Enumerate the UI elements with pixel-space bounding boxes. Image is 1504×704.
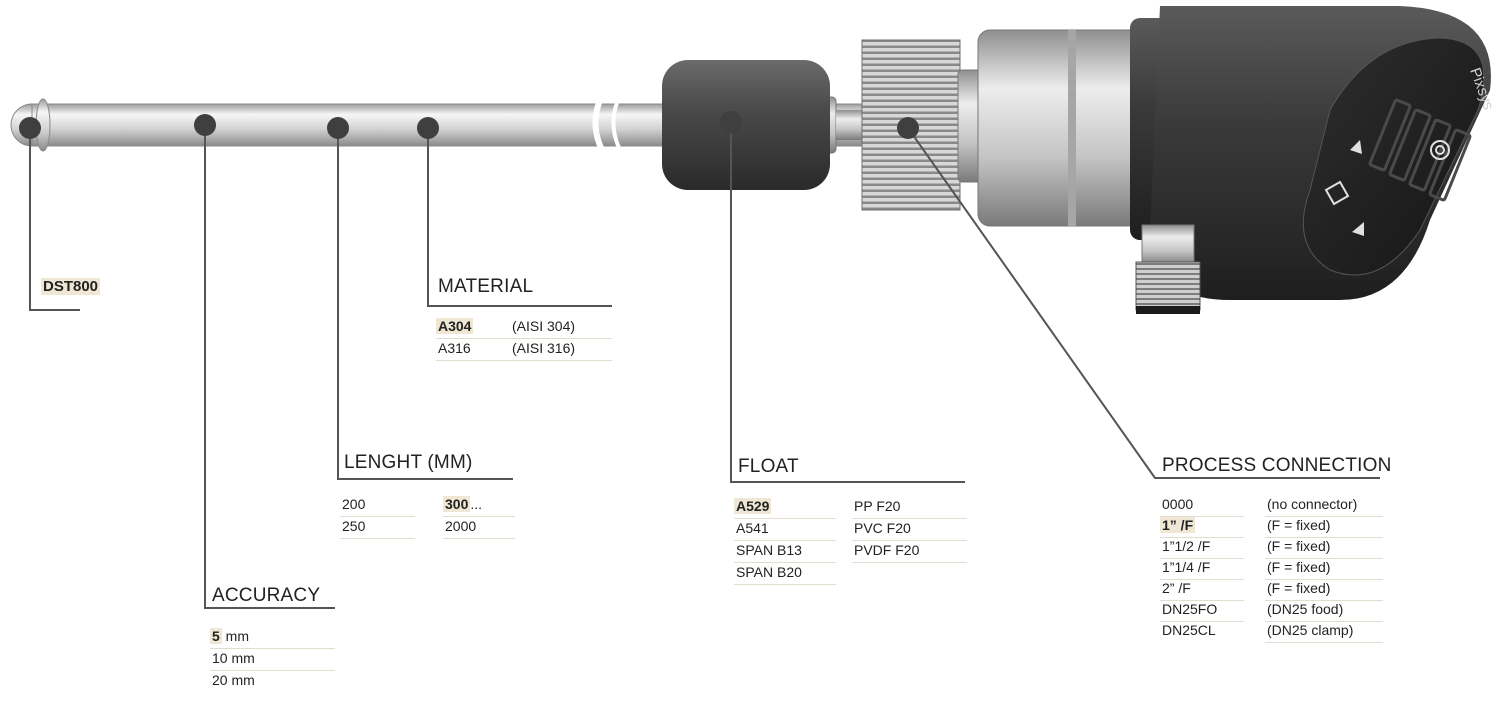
float: [662, 60, 837, 190]
length-value: 300...: [443, 496, 483, 512]
model-code: DST800: [41, 276, 101, 297]
material-desc: (AISI 316): [512, 340, 576, 356]
material-title: MATERIAL: [438, 276, 534, 297]
process-connection-row: [1160, 536, 1244, 559]
accuracy-value: 5 mm: [210, 628, 250, 644]
process-connection-row: [1265, 494, 1383, 517]
float-value: A529: [734, 498, 772, 514]
length-row: [443, 516, 515, 539]
float-row: [734, 562, 836, 585]
leader-lines: [29, 122, 1380, 609]
process-connection-row: [1160, 515, 1244, 538]
material-row: [436, 316, 612, 339]
process-connection-desc: (DN25 clamp): [1267, 622, 1354, 638]
process-connection-desc: (DN25 food): [1267, 601, 1344, 617]
material-code: A316: [438, 340, 471, 356]
length-value: 2000: [445, 518, 477, 534]
length-row: [340, 516, 415, 539]
length-title: LENGHT (MM): [344, 452, 473, 473]
process-connection-code: 2” /F: [1162, 580, 1191, 596]
process-connection-desc: (no connector): [1267, 496, 1358, 512]
float-row: [734, 496, 836, 519]
float-row: [852, 540, 967, 563]
float-title: FLOAT: [738, 456, 799, 477]
float-value: A541: [736, 520, 769, 536]
process-connection-code: 1” /F: [1160, 517, 1196, 533]
float-value: SPAN B13: [736, 542, 802, 558]
float-row: [734, 518, 836, 541]
marker-length: [327, 117, 349, 139]
process-connection-desc: (F = fixed): [1267, 580, 1331, 596]
material-desc: (AISI 304): [512, 318, 576, 334]
length-value: 250: [342, 518, 366, 534]
length-value: 200: [342, 496, 366, 512]
float-value: SPAN B20: [736, 564, 802, 580]
process-connection-code: DN25FO: [1162, 601, 1218, 617]
process-connection-code: 1”1/2 /F: [1162, 538, 1211, 554]
process-connection-title: PROCESS CONNECTION: [1162, 455, 1392, 476]
process-connection-row: [1265, 515, 1383, 538]
marker-material: [417, 117, 439, 139]
accuracy-value: 10 mm: [212, 650, 255, 666]
marker-model: [19, 117, 41, 139]
float-row: [734, 540, 836, 563]
float-row: [852, 496, 967, 519]
process-connection-row: [1265, 620, 1383, 643]
material-code: A304: [436, 318, 474, 334]
length-row: [340, 494, 415, 517]
process-connection-row: [1265, 557, 1383, 580]
sensor-head: Pixsys: [977, 6, 1497, 314]
accuracy-row: [210, 648, 335, 671]
process-connection-code: 0000: [1162, 496, 1194, 512]
process-connection-row: [1265, 599, 1383, 622]
marker-process-connection: [897, 117, 919, 139]
float-value: PVDF F20: [854, 542, 920, 558]
process-connection-desc: (F = fixed): [1267, 559, 1331, 575]
marker-float: [720, 111, 742, 133]
process-connection-row: [1265, 536, 1383, 559]
process-connection-row: [1160, 578, 1244, 601]
accuracy-row: [210, 626, 335, 649]
process-connection-row: [1160, 557, 1244, 580]
process-connection-code: DN25CL: [1162, 622, 1216, 638]
float-value: PVC F20: [854, 520, 911, 536]
material-row: [436, 338, 612, 361]
process-connection-desc: (F = fixed): [1267, 517, 1331, 533]
model-code-label: DST800: [41, 278, 101, 295]
marker-accuracy: [194, 114, 216, 136]
process-connection-row: [1160, 494, 1244, 517]
float-value: PP F20: [854, 498, 901, 514]
process-connection-desc: (F = fixed): [1267, 538, 1331, 554]
accuracy-title: ACCURACY: [212, 585, 321, 606]
accuracy-value: 20 mm: [212, 672, 255, 688]
process-connection-code: 1”1/4 /F: [1162, 559, 1211, 575]
process-connection-row: [1160, 599, 1244, 622]
length-row: [443, 494, 515, 517]
process-connection-row: [1265, 578, 1383, 601]
float-row: [852, 518, 967, 541]
